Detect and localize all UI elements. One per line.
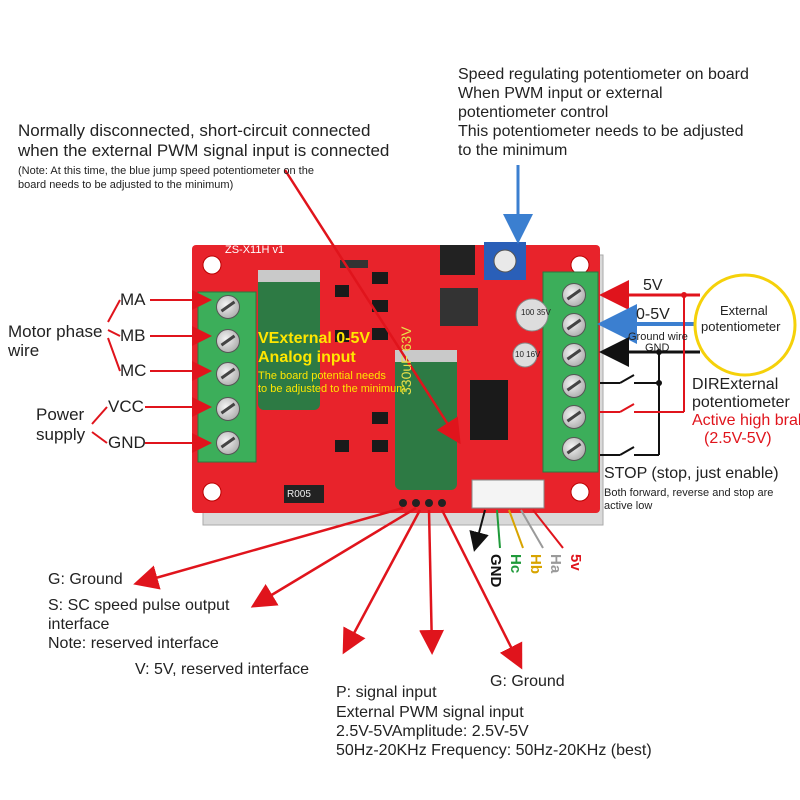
label-5v: 5V	[643, 277, 663, 294]
small-cap-label-2: 10 16V	[515, 350, 541, 359]
external-pot-label: External	[720, 303, 768, 318]
dir-label-2: potentiometer	[692, 394, 790, 411]
terminal-screw	[562, 343, 586, 367]
stop-note: Both forward, reverse and stop are	[604, 487, 774, 499]
terminal-screw	[216, 295, 240, 319]
ground-wire-label-2: GND	[645, 342, 670, 354]
pin-gnd: GND	[108, 433, 146, 452]
pot-callout-4: This potentiometer needs to be adjusted	[458, 123, 744, 140]
hall-connector	[471, 479, 545, 509]
hall-label-hb: Hb	[527, 554, 544, 574]
terminal-screw	[562, 374, 586, 398]
motor-phase-label-2: wire	[8, 341, 40, 360]
terminal-screw	[216, 431, 240, 455]
jumper-title: Normally disconnected, short-circuit con…	[18, 121, 371, 140]
pin-ma: MA	[120, 290, 146, 309]
jumper-note: (Note: At this time, the blue jump speed…	[18, 165, 314, 177]
ground-wire-label: Ground wire	[628, 331, 688, 343]
board-model: ZS-X11H v1	[225, 244, 285, 256]
overlay-note-2: to be adjusted to the minimum	[258, 383, 406, 395]
label-0-5v: 0-5V	[636, 306, 670, 323]
pin-vcc: VCC	[108, 397, 144, 416]
dir-label: DIRExternal	[692, 376, 779, 393]
brake-label-2: (2.5V-5V)	[704, 430, 772, 447]
pin-mb: MB	[120, 326, 146, 345]
jumper-note-2: board needs to be adjusted to the minimu…	[18, 179, 234, 191]
s-callout-2: interface	[48, 616, 110, 633]
hall-label-ha: Ha	[547, 554, 564, 574]
resistor-label: R005	[287, 489, 311, 500]
external-pot-label-2: potentiometer	[701, 319, 781, 334]
pot-callout-5: to the minimum	[458, 142, 568, 159]
small-cap-label: 100 35V	[521, 308, 551, 317]
motor-phase-label: Motor phase	[8, 322, 103, 341]
v-callout: V: 5V, reserved interface	[135, 661, 310, 678]
jumper-title-2: when the external PWM signal input is co…	[18, 141, 390, 160]
g-ground-right: G: Ground	[490, 673, 565, 690]
power-supply-label: Power	[36, 405, 85, 424]
g-ground-left: G: Ground	[48, 571, 123, 588]
hall-label-hc: Hc	[507, 554, 524, 574]
s-callout-3: Note: reserved interface	[48, 635, 219, 652]
brake-label: Active high brake	[692, 412, 800, 429]
stop-title: STOP (stop, just enable)	[604, 465, 779, 482]
terminal-screw	[216, 397, 240, 421]
s-callout: S: SC speed pulse output	[48, 597, 230, 614]
overlay-title-2: Analog input	[258, 349, 356, 366]
p-callout-3: 2.5V-5VAmplitude: 2.5V-5V	[336, 723, 529, 740]
hall-label-5v: 5v	[567, 554, 584, 571]
power-supply-label-2: supply	[36, 425, 86, 444]
overlay-note: The board potential needs	[258, 370, 386, 382]
pin-mc: MC	[120, 361, 147, 380]
terminal-screw	[216, 329, 240, 353]
terminal-screw	[562, 437, 586, 461]
stop-note-2: active low	[604, 500, 653, 512]
pot-callout-2: When PWM input or external	[458, 85, 663, 102]
external-potentiometer-circle	[693, 273, 797, 377]
terminal-screw	[562, 313, 586, 337]
capacitor-label: 330uF 63V	[398, 326, 414, 396]
hall-label-gnd: GND	[487, 554, 504, 588]
terminal-screw	[562, 283, 586, 307]
p-callout: P: signal input	[336, 684, 437, 701]
terminal-screw	[562, 405, 586, 429]
terminal-screw	[216, 362, 240, 386]
pot-callout-3: potentiometer control	[458, 104, 609, 121]
p-callout-2: External PWM signal input	[336, 704, 524, 721]
p-callout-4: 50Hz-20KHz Frequency: 50Hz-20KHz (best)	[336, 742, 652, 759]
overlay-title: VExternal 0-5V	[258, 330, 371, 347]
pot-callout-1: Speed regulating potentiometer on board	[458, 66, 749, 83]
